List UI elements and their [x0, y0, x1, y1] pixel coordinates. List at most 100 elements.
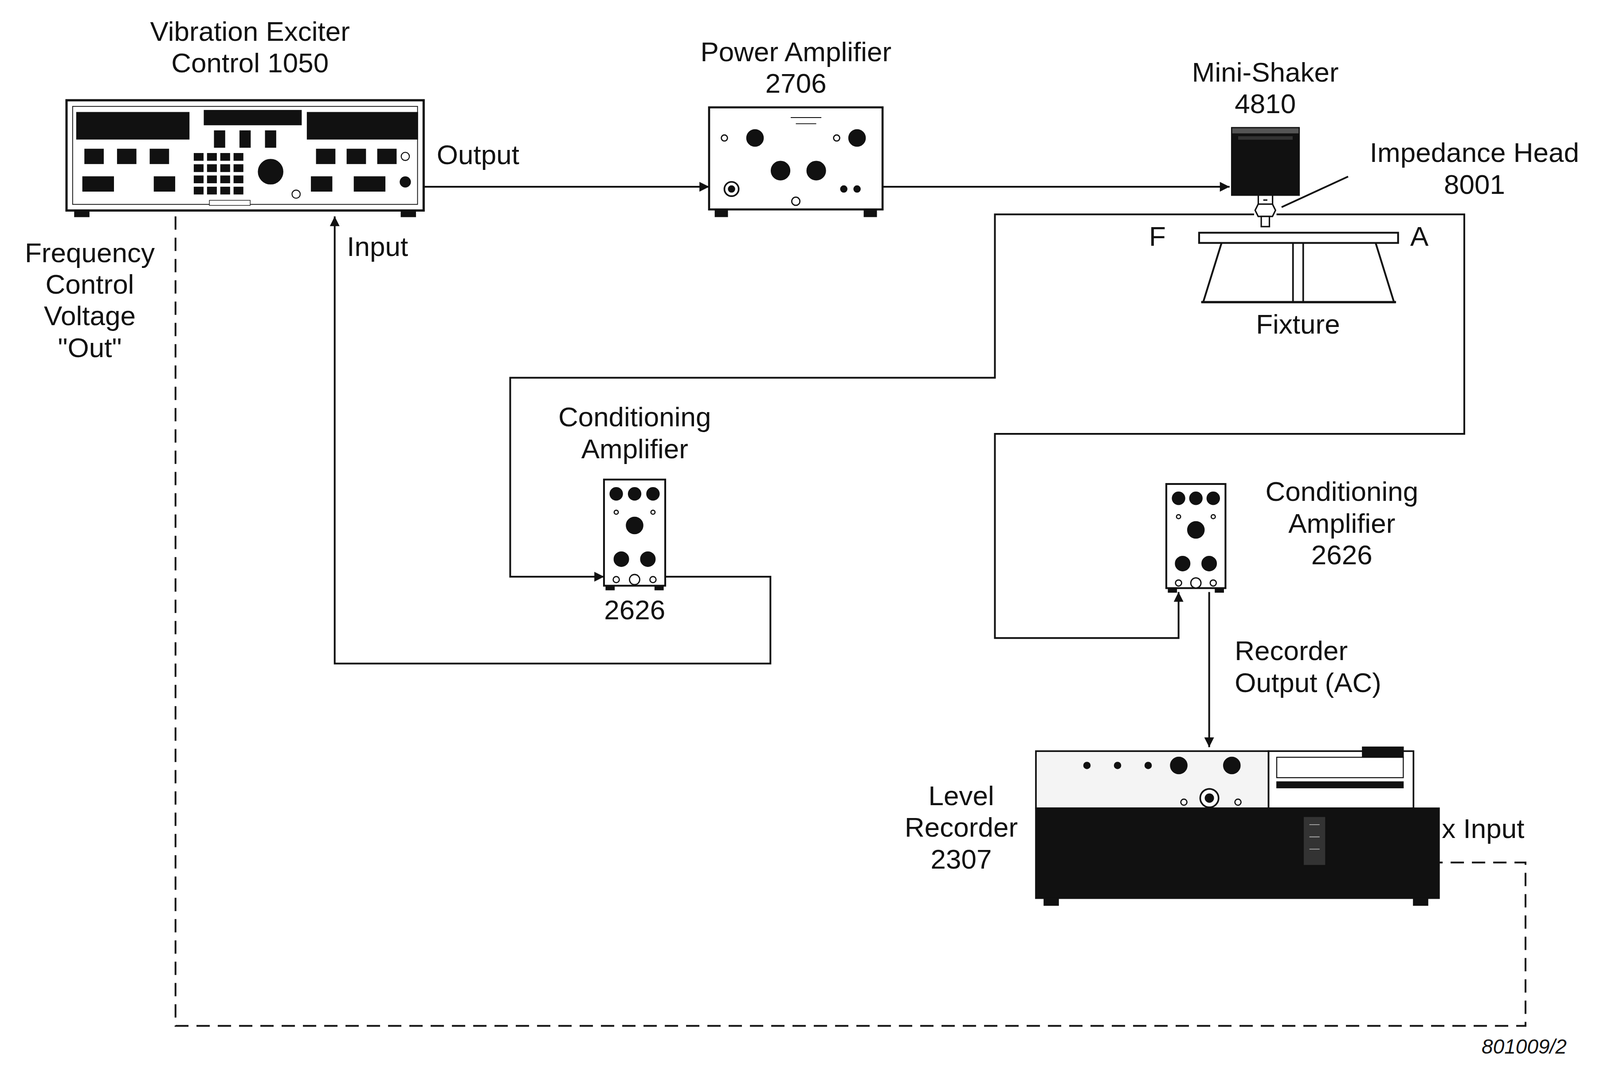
device-part: [715, 209, 728, 217]
device-knob: [724, 181, 739, 197]
device-part: [214, 130, 225, 148]
power-amplifier-drawing: [709, 107, 883, 217]
device-part: [239, 130, 251, 148]
signal-cable: [882, 185, 1230, 188]
conditioning-amplifier: Conditioning Amplifier 2626: [1166, 483, 1226, 593]
device-knob: [1114, 762, 1121, 769]
device-part: [149, 149, 169, 164]
device-knob: [1175, 556, 1190, 571]
model-number: 2626: [583, 593, 686, 626]
device-part: [220, 186, 230, 194]
device-knob: [650, 509, 655, 514]
device-knob: [1210, 579, 1217, 586]
device-knob: [291, 189, 300, 198]
device-part: [1268, 751, 1414, 809]
device-knob: [771, 161, 790, 180]
device-part: [193, 186, 204, 194]
device-part: [233, 164, 244, 172]
device-knob: [613, 576, 620, 583]
device-part: [1362, 746, 1404, 757]
device-knob: [792, 196, 800, 205]
device-part: [1200, 301, 1396, 304]
device-label: Conditioning Amplifier 2626: [1257, 475, 1427, 571]
device-part: [346, 149, 365, 164]
device-label: Level Recorder 2307: [894, 779, 1028, 875]
device-label: Power Amplifier 2706: [683, 35, 909, 100]
device-knob: [1205, 793, 1214, 802]
figure-number: 801009/2: [1481, 1034, 1589, 1059]
device-knob: [1172, 491, 1185, 505]
device-part: [1413, 898, 1428, 906]
device-part: [307, 112, 418, 139]
device-part: [654, 585, 663, 590]
exciter-control: Vibration Exciter Control 1050: [66, 100, 424, 217]
device-part: [76, 112, 189, 139]
device-knob: [400, 152, 409, 161]
device-part: [353, 176, 385, 191]
device-part: [1231, 127, 1299, 196]
device-part: [82, 176, 114, 191]
device-knob: [1200, 788, 1219, 808]
fixture-drawing: [1199, 230, 1399, 306]
device-part: [265, 130, 276, 148]
device-part: [1237, 135, 1293, 140]
signal-name: Frequency Control Voltage "Out": [18, 236, 161, 364]
device-knob: [628, 487, 641, 501]
control-voltage-line: [175, 216, 1526, 1026]
conditioning-amplifier: Conditioning Amplifier2626: [603, 479, 666, 590]
device-part: [193, 152, 204, 161]
device-part: [209, 200, 251, 206]
device-part: [1292, 243, 1303, 302]
device-part: [233, 175, 244, 183]
device-part: [1254, 203, 1276, 217]
signal-cable: [1208, 592, 1211, 748]
connector-label: Output: [436, 138, 560, 171]
device-part: [311, 176, 332, 191]
signal-cable: [423, 185, 710, 188]
device-part: [1199, 232, 1399, 244]
device-knob: [1190, 577, 1201, 588]
device-part: [1261, 216, 1270, 227]
device-knob: [833, 134, 840, 142]
device-part: [1309, 824, 1320, 849]
conditioning-amplifier-drawing: [603, 479, 666, 590]
device-part: [207, 186, 217, 194]
device-knob: [1223, 756, 1240, 774]
device-part: [606, 585, 615, 590]
device-label: Conditioning Amplifier: [537, 400, 732, 465]
conditioning-amplifier-drawing: [1166, 483, 1226, 593]
device-part: [74, 210, 89, 217]
device-knob: [1180, 799, 1187, 806]
device-part: [207, 175, 217, 183]
device-knob: [629, 574, 640, 585]
connector-label: Recorder Output (AC): [1234, 634, 1414, 699]
device-part: [316, 149, 335, 164]
device-knob: [848, 129, 866, 146]
device-knob: [1145, 762, 1152, 769]
level-recorder: Level Recorder 2307: [1035, 746, 1414, 906]
mini-shaker: Mini-Shaker 4810: [1229, 127, 1302, 208]
device-knob: [640, 552, 655, 567]
device-part: [1203, 243, 1394, 302]
device-part: [1035, 807, 1440, 898]
signal-name: F: [1149, 220, 1180, 252]
device-part: [84, 149, 103, 164]
device-part: [1302, 816, 1326, 866]
device-part: [1231, 127, 1299, 134]
device-knob: [807, 161, 826, 180]
device-knob: [1202, 556, 1217, 571]
device-knob: [840, 185, 848, 193]
device-knob: [746, 129, 764, 146]
device-label: Impedance Head 8001: [1354, 136, 1595, 200]
device-part: [220, 164, 230, 172]
device-knob: [1207, 491, 1220, 505]
device-label: Vibration Exciter Control 1050: [127, 15, 373, 79]
device-part: [220, 152, 230, 161]
device-knob: [721, 134, 728, 142]
device-label: Mini-Shaker 4810: [1176, 56, 1355, 120]
device-knob: [400, 176, 411, 187]
device-part: [709, 107, 883, 210]
device-part: [207, 164, 217, 172]
level-recorder-drawing: [1035, 746, 1414, 906]
device-knob: [854, 185, 861, 193]
